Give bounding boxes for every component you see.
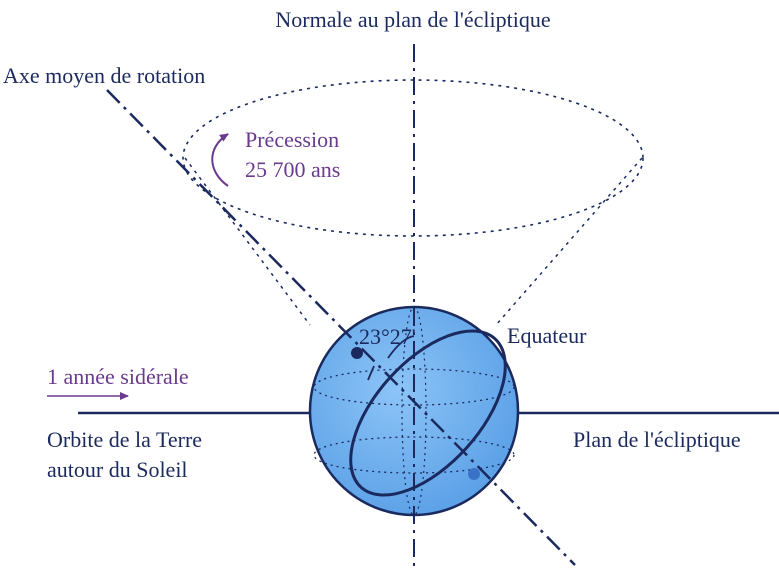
precession-arrow [211,133,229,187]
north-pole-dot [351,347,363,359]
globe-meridian [401,306,427,516]
tilt-angle-marker [367,365,375,381]
precession-label-line1: Précession [245,127,339,152]
globe-parallel-lower [313,436,515,474]
normal-label: Normale au plan de l'écliptique [275,7,550,32]
south-pole-dot [468,468,480,480]
orbit-label-line2: autour du Soleil [47,457,188,482]
cone-side-left [184,157,311,326]
tilt-angle-arc [387,335,415,359]
orbit-label-line1: Orbite de la Terre [47,427,202,452]
tilt-angle-label: 23°27' [359,324,416,349]
rotation-axis-line [106,89,576,566]
ecliptic-plane-label: Plan de l'écliptique [573,427,741,452]
globe-parallel-upper [313,368,515,406]
axis-label: Axe moyen de rotation [3,63,205,88]
year-label: 1 année sidérale [47,364,189,389]
precession-label-line2: 25 700 ans [245,157,340,182]
equator-label: Equateur [507,323,587,348]
cone-side-right [495,157,643,326]
